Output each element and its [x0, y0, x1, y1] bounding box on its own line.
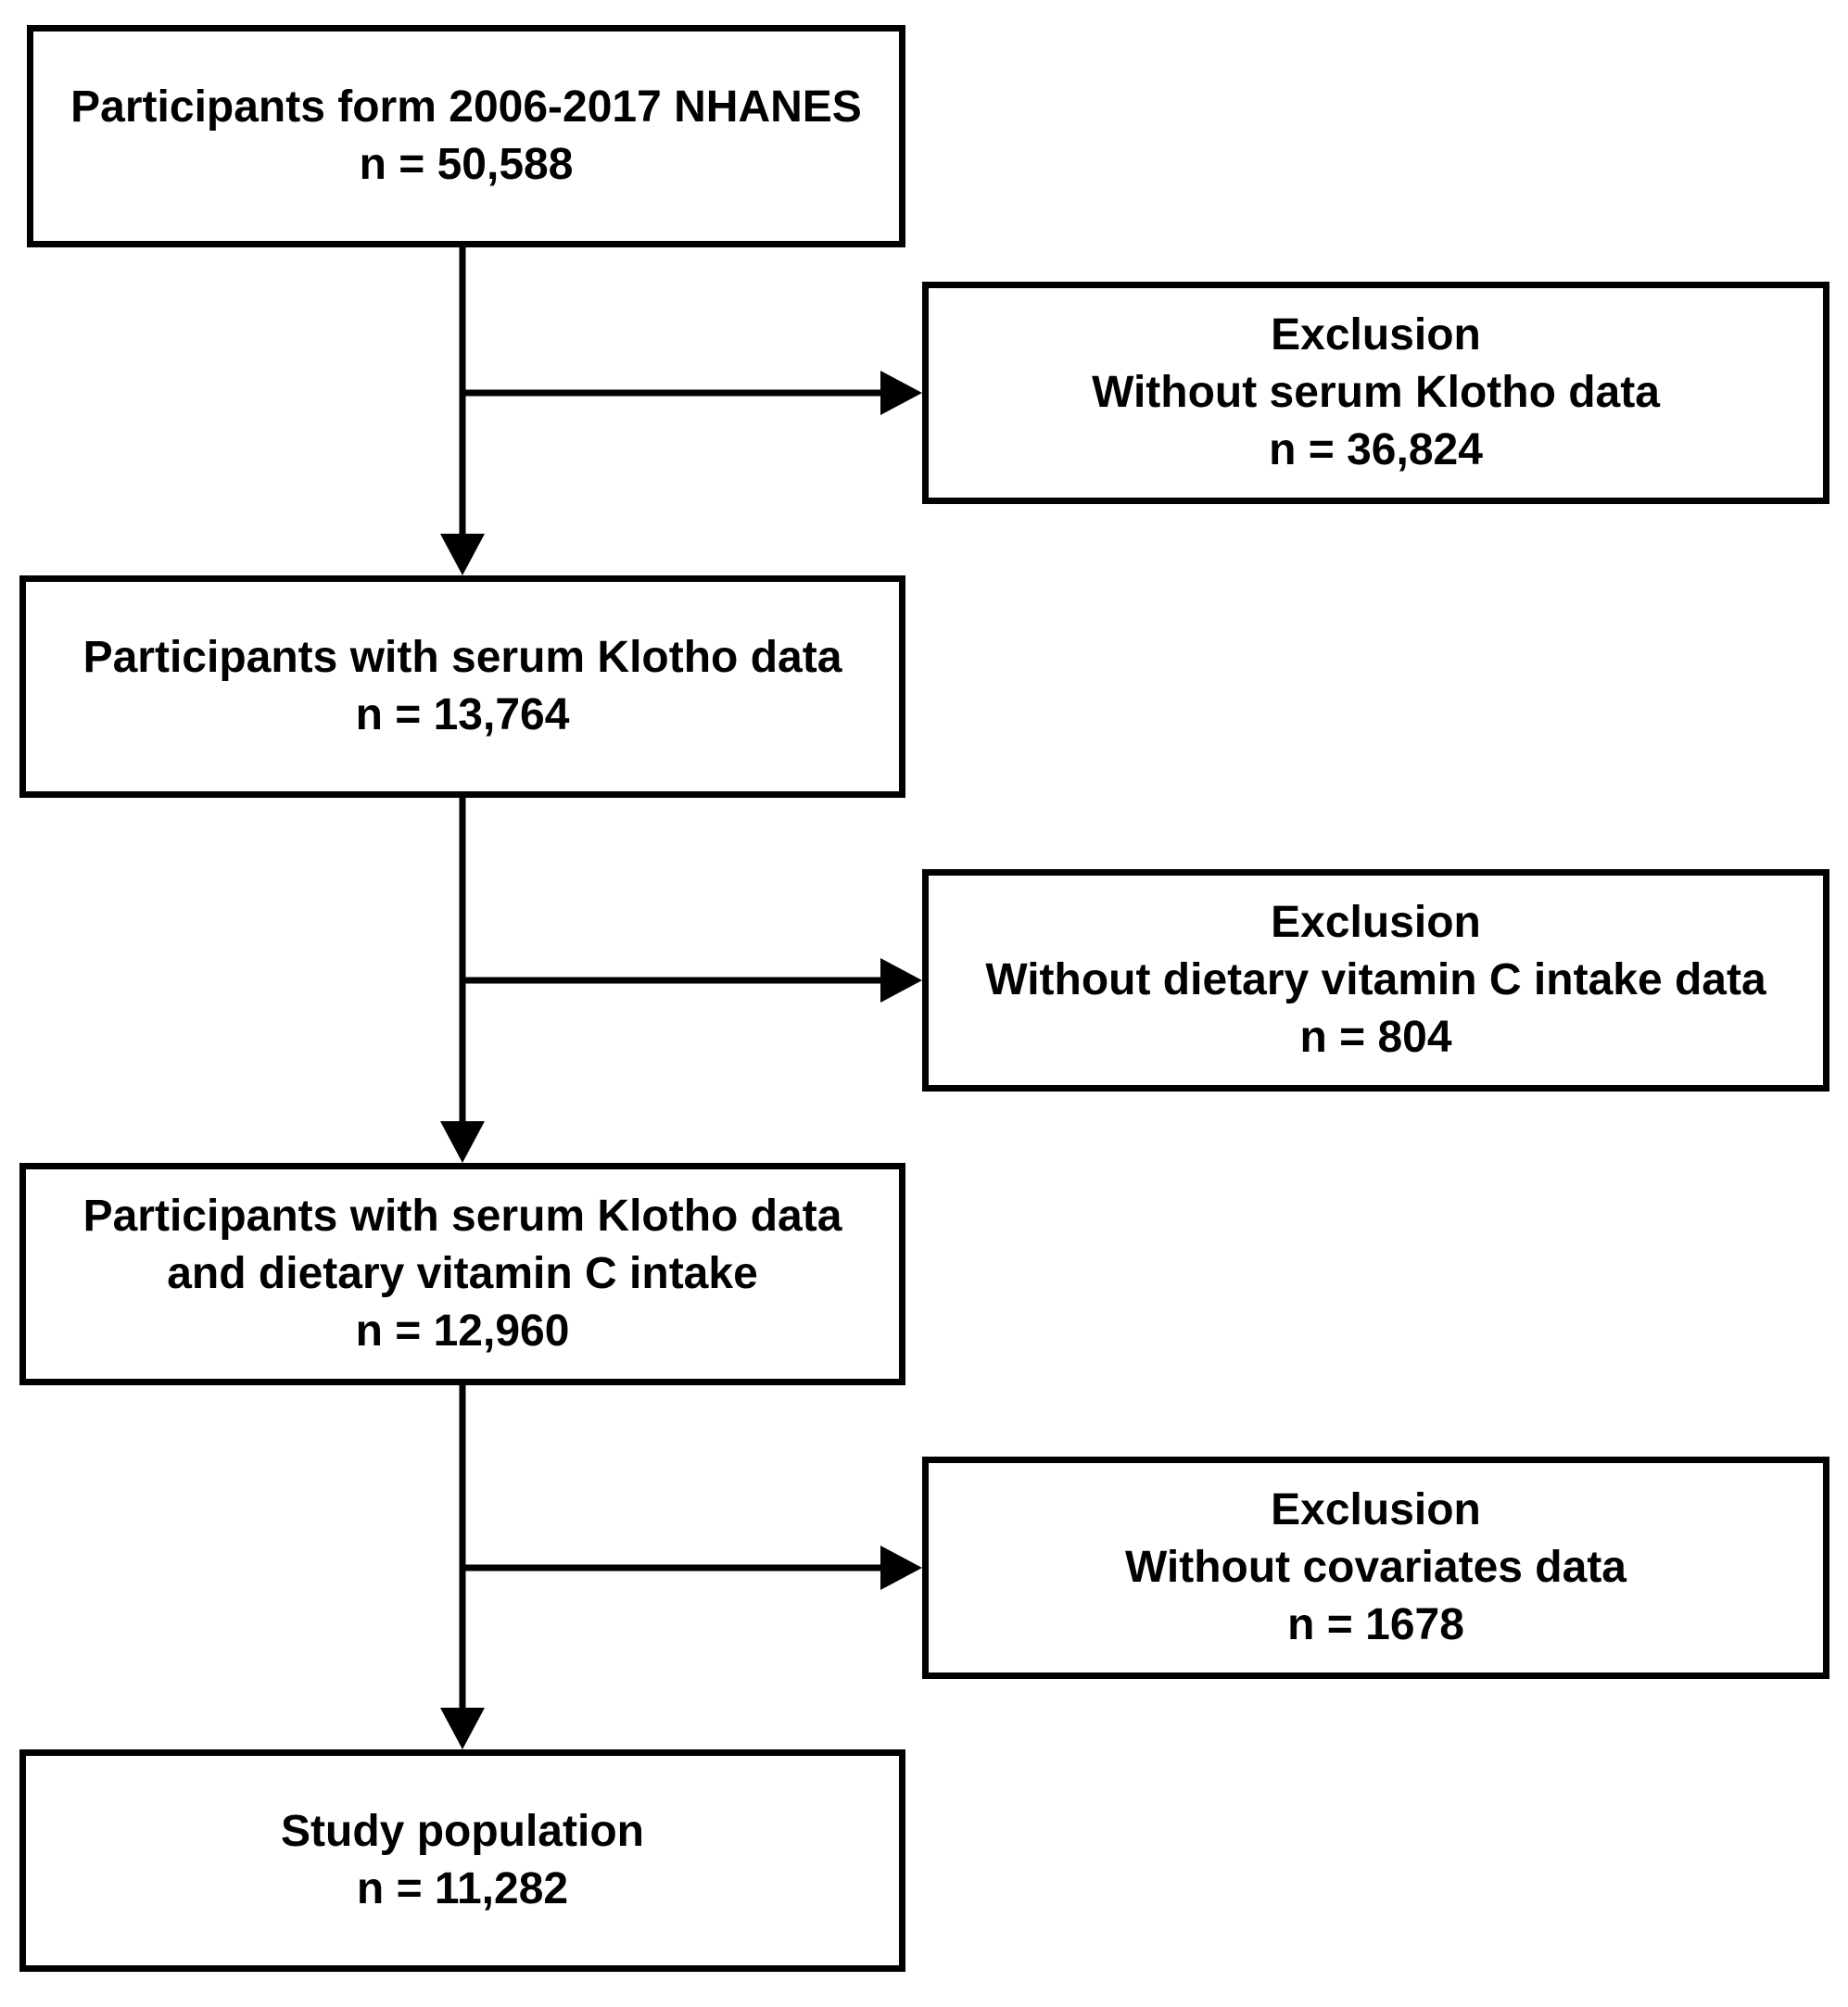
box-study-population: Study population n = 11,282 — [19, 1749, 905, 1972]
box-exclusion-vitamin-c: Exclusion Without dietary vitamin C inta… — [922, 869, 1829, 1092]
arrowhead-right-3 — [880, 1546, 922, 1590]
exclusion-title: Exclusion — [1271, 1485, 1481, 1534]
exclusion-title: Exclusion — [1271, 310, 1481, 360]
box-participants-klotho-vitc-subtitle: and dietary vitamin C intake — [167, 1249, 758, 1298]
box-participants-klotho: Participants with serum Klotho data n = … — [19, 575, 905, 798]
exclusion-count: n = 36,824 — [1269, 425, 1483, 474]
arrowhead-down-1 — [440, 534, 485, 575]
box-participants-klotho-title: Participants with serum Klotho data — [82, 633, 842, 682]
box-participants-klotho-vitc-title: Participants with serum Klotho data — [82, 1192, 842, 1241]
box-participants-all-count: n = 50,588 — [359, 140, 574, 189]
box-participants-klotho-vitc-count: n = 12,960 — [355, 1306, 570, 1356]
arrowhead-down-3 — [440, 1708, 485, 1749]
arrowhead-right-1 — [880, 371, 922, 415]
exclusion-title: Exclusion — [1271, 898, 1481, 947]
exclusion-reason: Without dietary vitamin C intake data — [985, 955, 1766, 1004]
box-study-population-count: n = 11,282 — [356, 1864, 569, 1913]
box-participants-klotho-count: n = 13,764 — [355, 690, 570, 739]
exclusion-reason: Without covariates data — [1124, 1543, 1626, 1592]
box-study-population-title: Study population — [281, 1807, 644, 1856]
arrowhead-down-2 — [440, 1121, 485, 1163]
box-exclusion-covariates: Exclusion Without covariates data n = 16… — [922, 1457, 1829, 1679]
exclusion-count: n = 804 — [1299, 1013, 1452, 1062]
exclusion-count: n = 1678 — [1287, 1600, 1464, 1649]
box-participants-klotho-vitc: Participants with serum Klotho data and … — [19, 1163, 905, 1385]
box-participants-all: Participants form 2006-2017 NHANES n = 5… — [27, 25, 905, 247]
arrowhead-right-2 — [880, 958, 922, 1003]
exclusion-reason: Without serum Klotho data — [1092, 368, 1660, 417]
box-exclusion-klotho: Exclusion Without serum Klotho data n = … — [922, 282, 1829, 504]
box-participants-all-title: Participants form 2006-2017 NHANES — [70, 82, 862, 132]
